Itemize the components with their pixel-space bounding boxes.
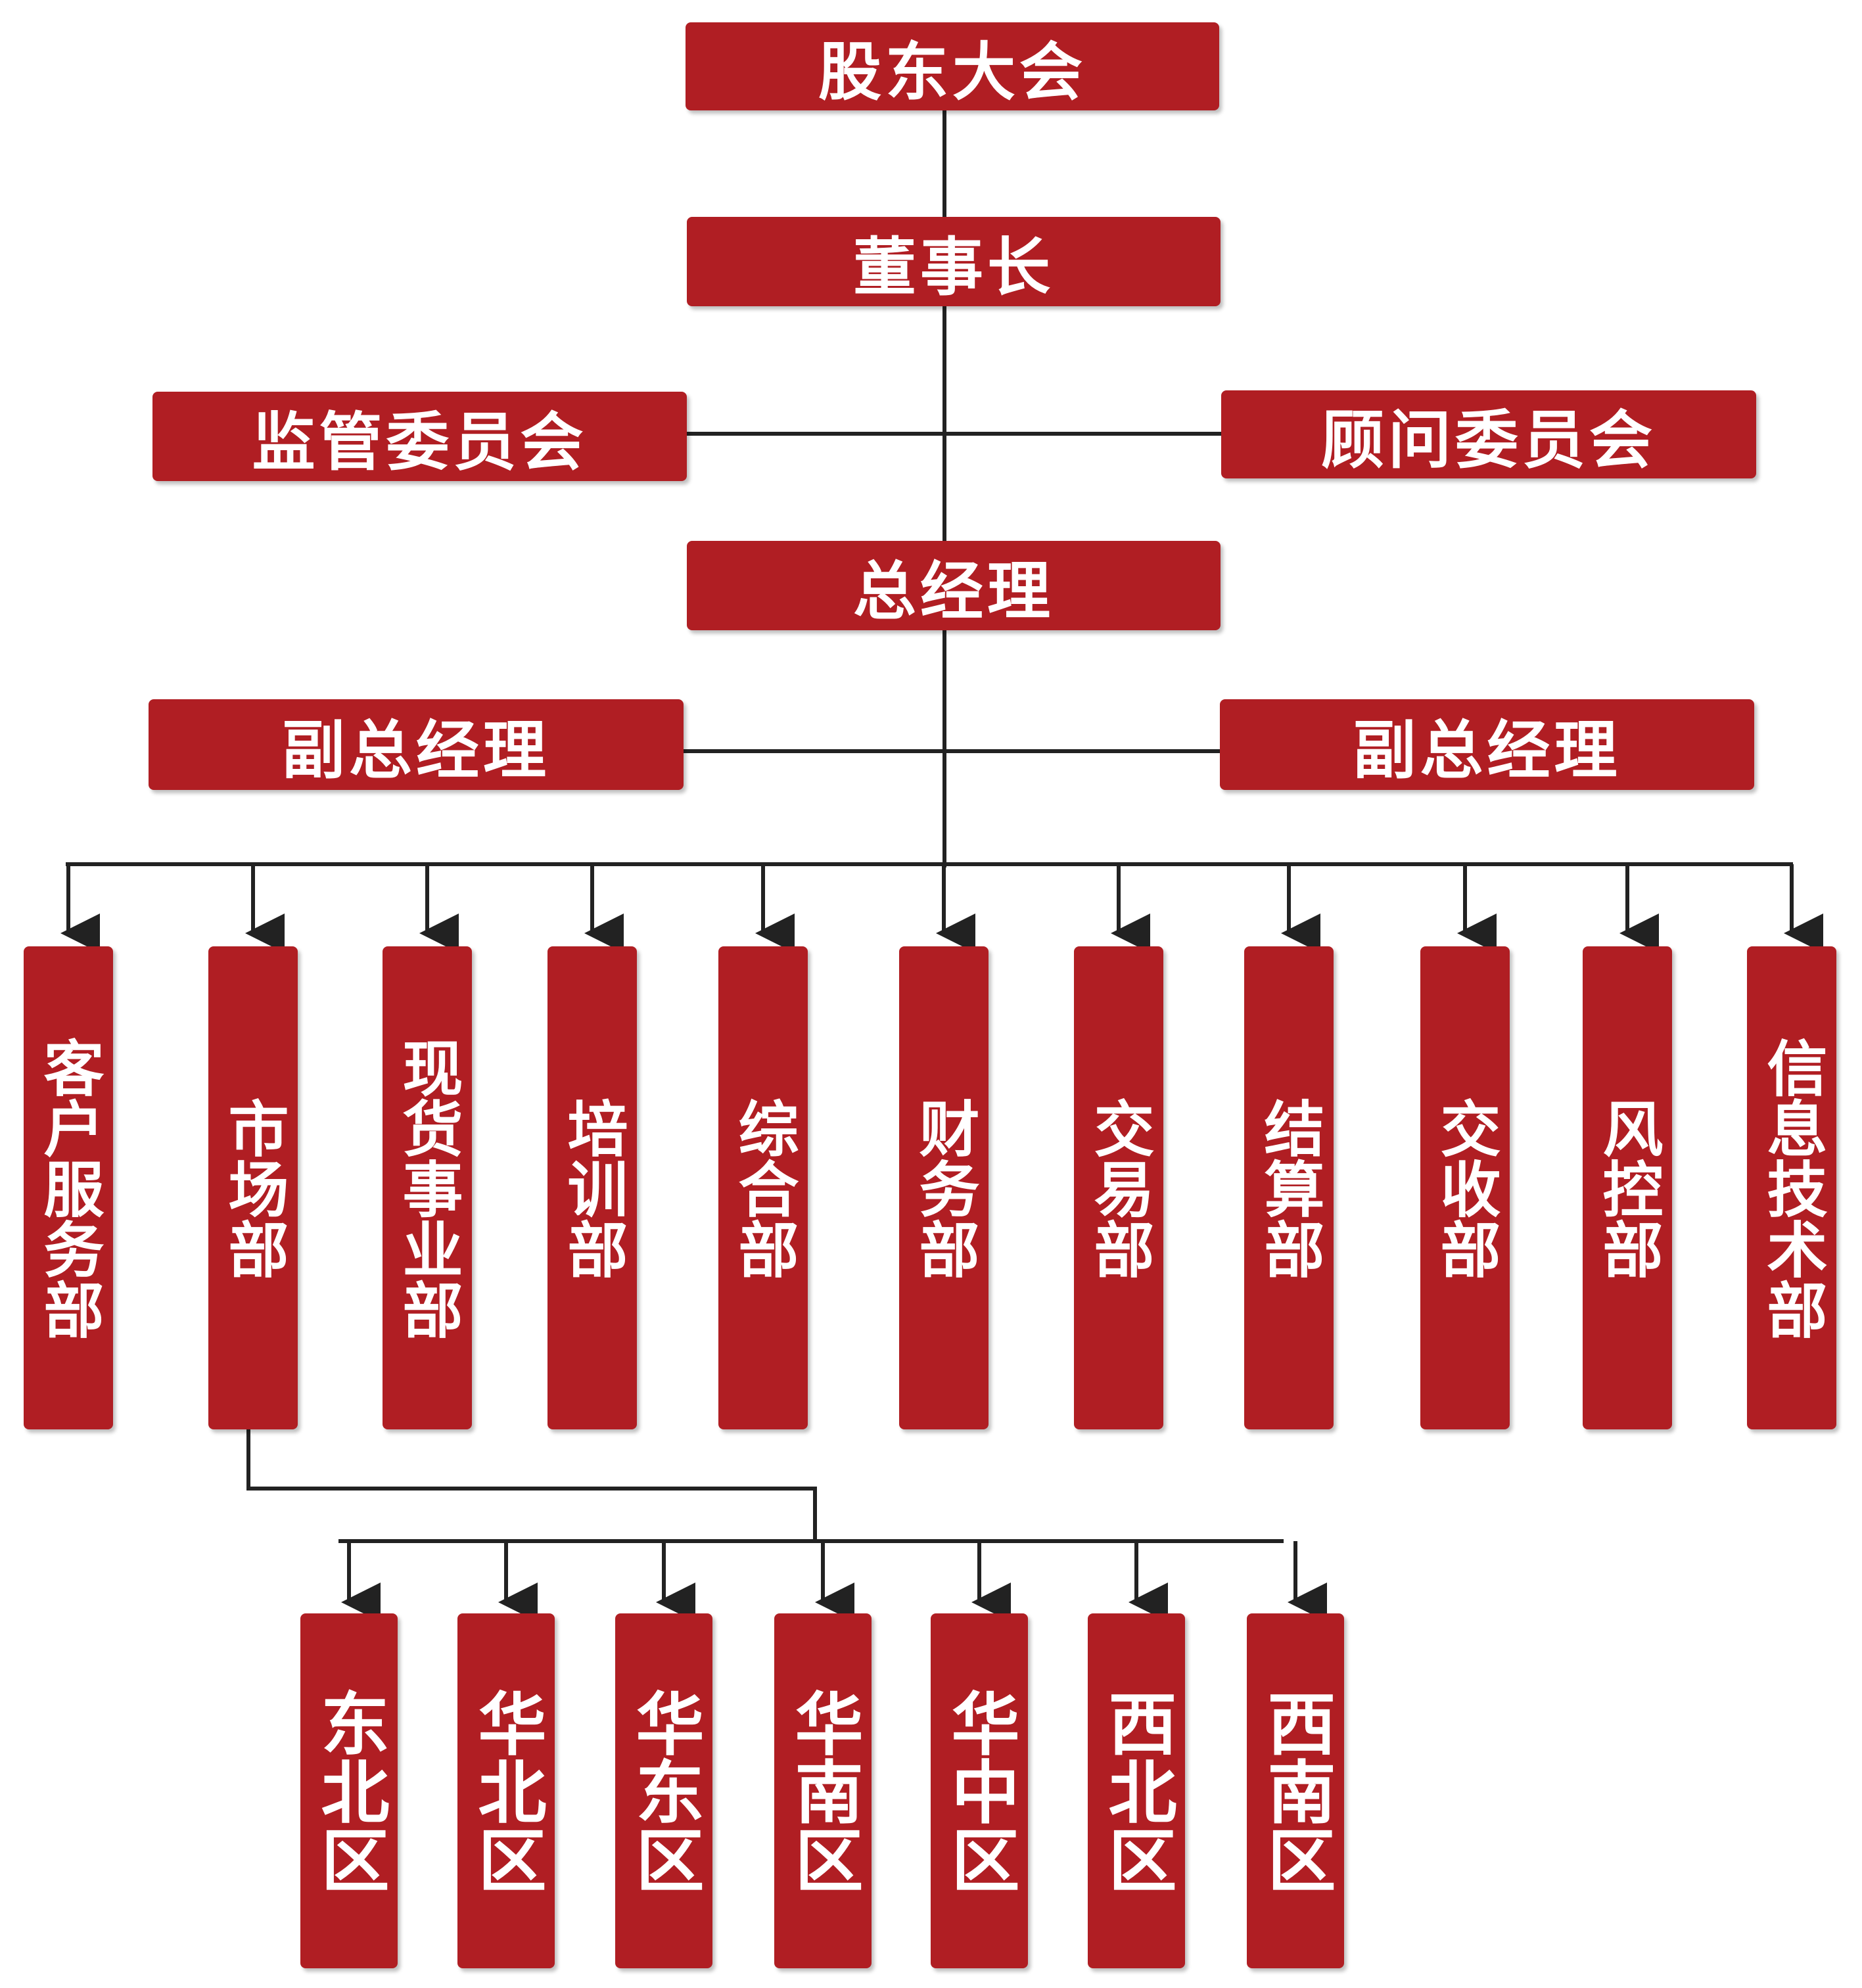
region-box: 华中区 bbox=[931, 1613, 1028, 1968]
department-box: 综合部 bbox=[718, 946, 808, 1429]
supervisory-committee-box: 监管委员会 bbox=[152, 392, 687, 481]
department-box: 交收部 bbox=[1420, 946, 1510, 1429]
department-box: 结算部 bbox=[1244, 946, 1334, 1429]
department-box: 财务部 bbox=[899, 946, 989, 1429]
deputy-gm-right-box: 副总经理 bbox=[1220, 699, 1754, 790]
chairman-box: 董事长 bbox=[687, 217, 1221, 306]
department-box: 风控部 bbox=[1583, 946, 1672, 1429]
department-box: 交易部 bbox=[1074, 946, 1163, 1429]
general-manager-box: 总经理 bbox=[687, 541, 1221, 630]
deputy-gm-left-box: 副总经理 bbox=[149, 699, 684, 790]
department-box: 客户服务部 bbox=[24, 946, 113, 1429]
region-box: 西南区 bbox=[1247, 1613, 1344, 1968]
advisory-committee-box: 顾问委员会 bbox=[1221, 390, 1756, 478]
department-box: 培训部 bbox=[547, 946, 637, 1429]
shareholders-box: 股东大会 bbox=[686, 22, 1219, 110]
department-box: 现货事业部 bbox=[383, 946, 472, 1429]
region-box: 华北区 bbox=[457, 1613, 555, 1968]
department-box: 信息技术部 bbox=[1747, 946, 1836, 1429]
region-box: 东北区 bbox=[300, 1613, 398, 1968]
region-box: 华东区 bbox=[615, 1613, 712, 1968]
region-box: 西北区 bbox=[1088, 1613, 1185, 1968]
region-box: 华南区 bbox=[774, 1613, 872, 1968]
department-box: 市场部 bbox=[208, 946, 298, 1429]
